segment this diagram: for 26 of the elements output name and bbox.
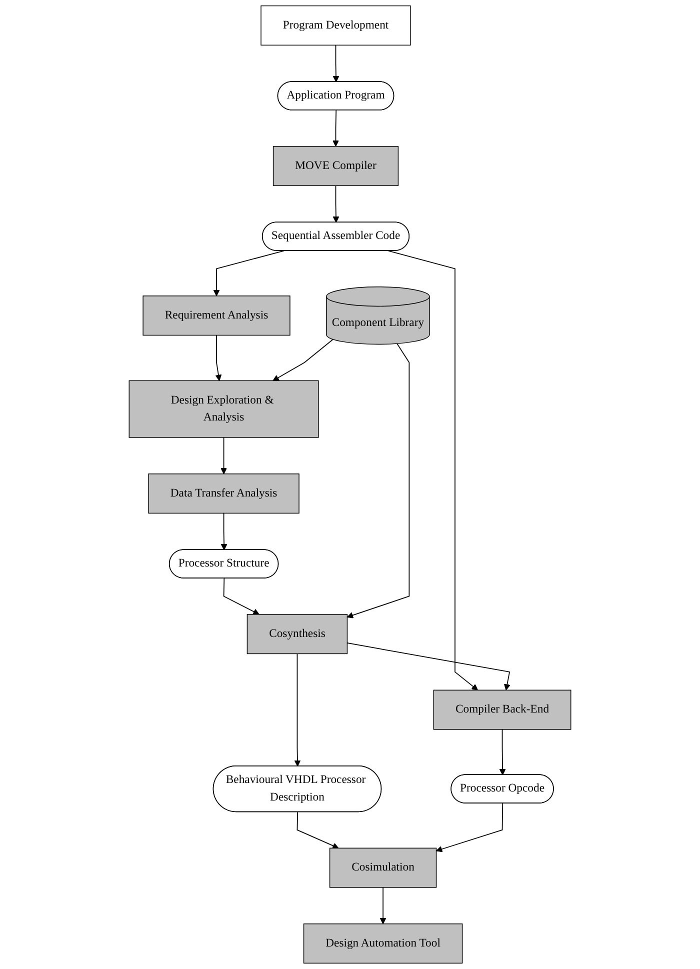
arrow — [388, 250, 478, 690]
node-box: Data Transfer Analysis — [148, 474, 300, 514]
arrow — [436, 802, 504, 852]
arrow — [215, 334, 222, 381]
arrow — [332, 185, 340, 223]
node-box: Design Exploration & Analysis — [128, 380, 319, 438]
arrow — [220, 512, 228, 550]
arrow — [223, 578, 260, 615]
node-box: Compiler Back-End — [433, 690, 572, 730]
arrow — [346, 343, 410, 618]
arrow — [380, 887, 386, 924]
node-box: MOVE Compiler — [272, 146, 399, 186]
arrow — [499, 729, 506, 776]
node-box: Program Development — [260, 5, 411, 46]
arrow — [296, 812, 339, 849]
node-box: Cosimulation — [329, 848, 437, 888]
arrow — [272, 338, 334, 381]
arrow — [294, 653, 301, 766]
arrow — [346, 642, 510, 690]
arrow — [213, 250, 284, 296]
node-box: Design Automation Tool — [303, 924, 463, 964]
node-box: Requirement Analysis — [142, 296, 290, 336]
arrow — [332, 110, 339, 147]
arrow — [220, 437, 227, 474]
node-box: Cosynthesis — [246, 614, 348, 654]
arrow — [332, 44, 340, 82]
